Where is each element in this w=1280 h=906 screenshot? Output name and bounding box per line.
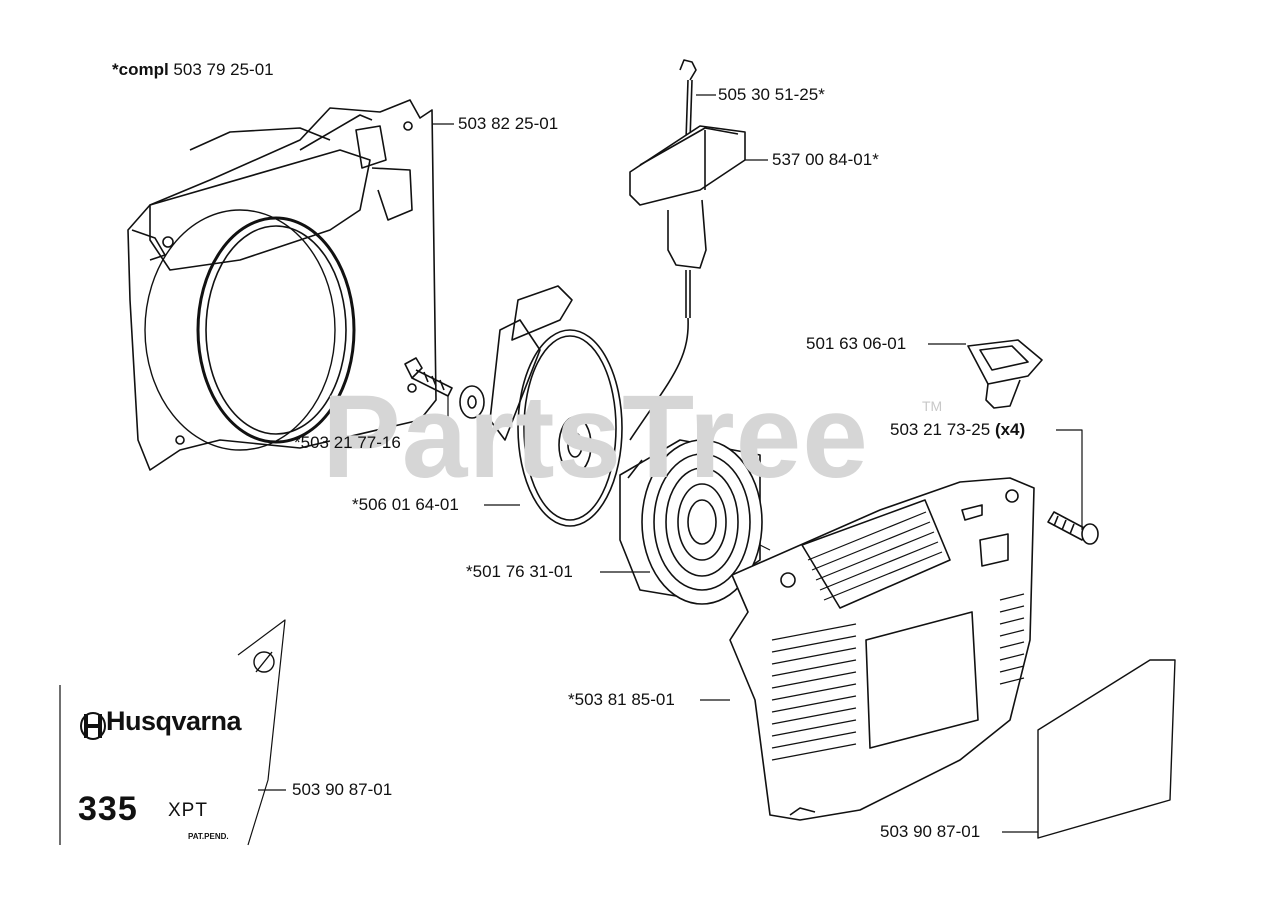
label-decal-right[interactable]: 503 90 87-01 bbox=[880, 822, 981, 841]
husqvarna-logo: Husqvarna bbox=[106, 706, 242, 736]
watermark-trademark: TM bbox=[922, 398, 943, 414]
watermark: PartsTree bbox=[322, 371, 869, 503]
compl-label: *compl 503 79 25-01 bbox=[112, 60, 274, 80]
label-grommet[interactable]: 501 63 06-01 bbox=[806, 334, 907, 353]
label-pulley[interactable]: *506 01 64-01 bbox=[352, 495, 459, 514]
compl-number: 503 79 25-01 bbox=[173, 60, 274, 79]
label-fan-housing[interactable]: 503 82 25-01 bbox=[458, 114, 559, 133]
spring-cassette-part bbox=[619, 439, 763, 605]
screw-part bbox=[404, 357, 485, 419]
starter-handle-part bbox=[629, 59, 746, 441]
cover-screw-part bbox=[1047, 511, 1099, 545]
label-starter-cord[interactable]: 505 30 51-25* bbox=[718, 85, 825, 104]
label-starter-handle[interactable]: 537 00 84-01* bbox=[772, 150, 879, 169]
pulley-part bbox=[489, 285, 623, 527]
label-starter-cover[interactable]: *503 81 85-01 bbox=[568, 690, 675, 709]
pat-pend-text: PAT.PEND. bbox=[188, 832, 229, 841]
model-number: 335 bbox=[78, 790, 138, 828]
label-cover-screw[interactable]: 503 21 73-25 (x4) bbox=[890, 420, 1025, 440]
label-cover-screw-number: 503 21 73-25 bbox=[890, 420, 991, 439]
label-spring-cassette[interactable]: *501 76 31-01 bbox=[466, 562, 573, 581]
compl-prefix: *compl bbox=[112, 60, 169, 79]
decal-right-part bbox=[1037, 659, 1176, 839]
model-suffix: XPT bbox=[168, 800, 208, 821]
label-decal-left[interactable]: 503 90 87-01 bbox=[292, 780, 393, 799]
starter-cover-part bbox=[729, 477, 1035, 821]
label-screw[interactable]: *503 21 77-16 bbox=[294, 433, 401, 452]
fan-housing-part bbox=[127, 99, 437, 471]
grommet-part bbox=[967, 339, 1043, 409]
decal-left-part bbox=[59, 619, 286, 846]
label-cover-screw-qty: (x4) bbox=[994, 420, 1026, 439]
leader-lines bbox=[258, 94, 1083, 833]
